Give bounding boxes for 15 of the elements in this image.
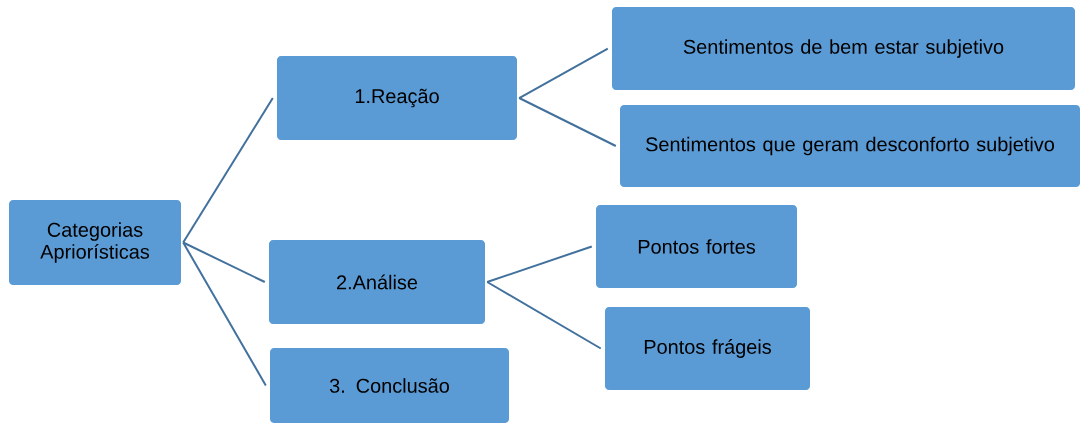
process-box: Categorias Apriorísticas — [9, 200, 181, 285]
connector-line — [182, 241, 266, 283]
process-box: Sentimentos que geram desconforto subjetivo — [620, 105, 1080, 187]
connector-line — [518, 97, 617, 147]
process-box: 1.Reação — [277, 56, 517, 140]
connector-line — [182, 241, 267, 387]
process-box: 2.Análise — [269, 240, 485, 324]
connector-line — [486, 281, 602, 350]
process-box: 3. Conclusão — [270, 348, 509, 423]
connector-line — [486, 245, 593, 283]
process-box: Pontos frágeis — [605, 307, 810, 390]
process-box: Pontos fortes — [596, 205, 797, 288]
connector-line — [182, 97, 274, 244]
process-box: Sentimentos de bem estar subjetivo — [612, 7, 1075, 90]
connector-line — [518, 47, 609, 99]
